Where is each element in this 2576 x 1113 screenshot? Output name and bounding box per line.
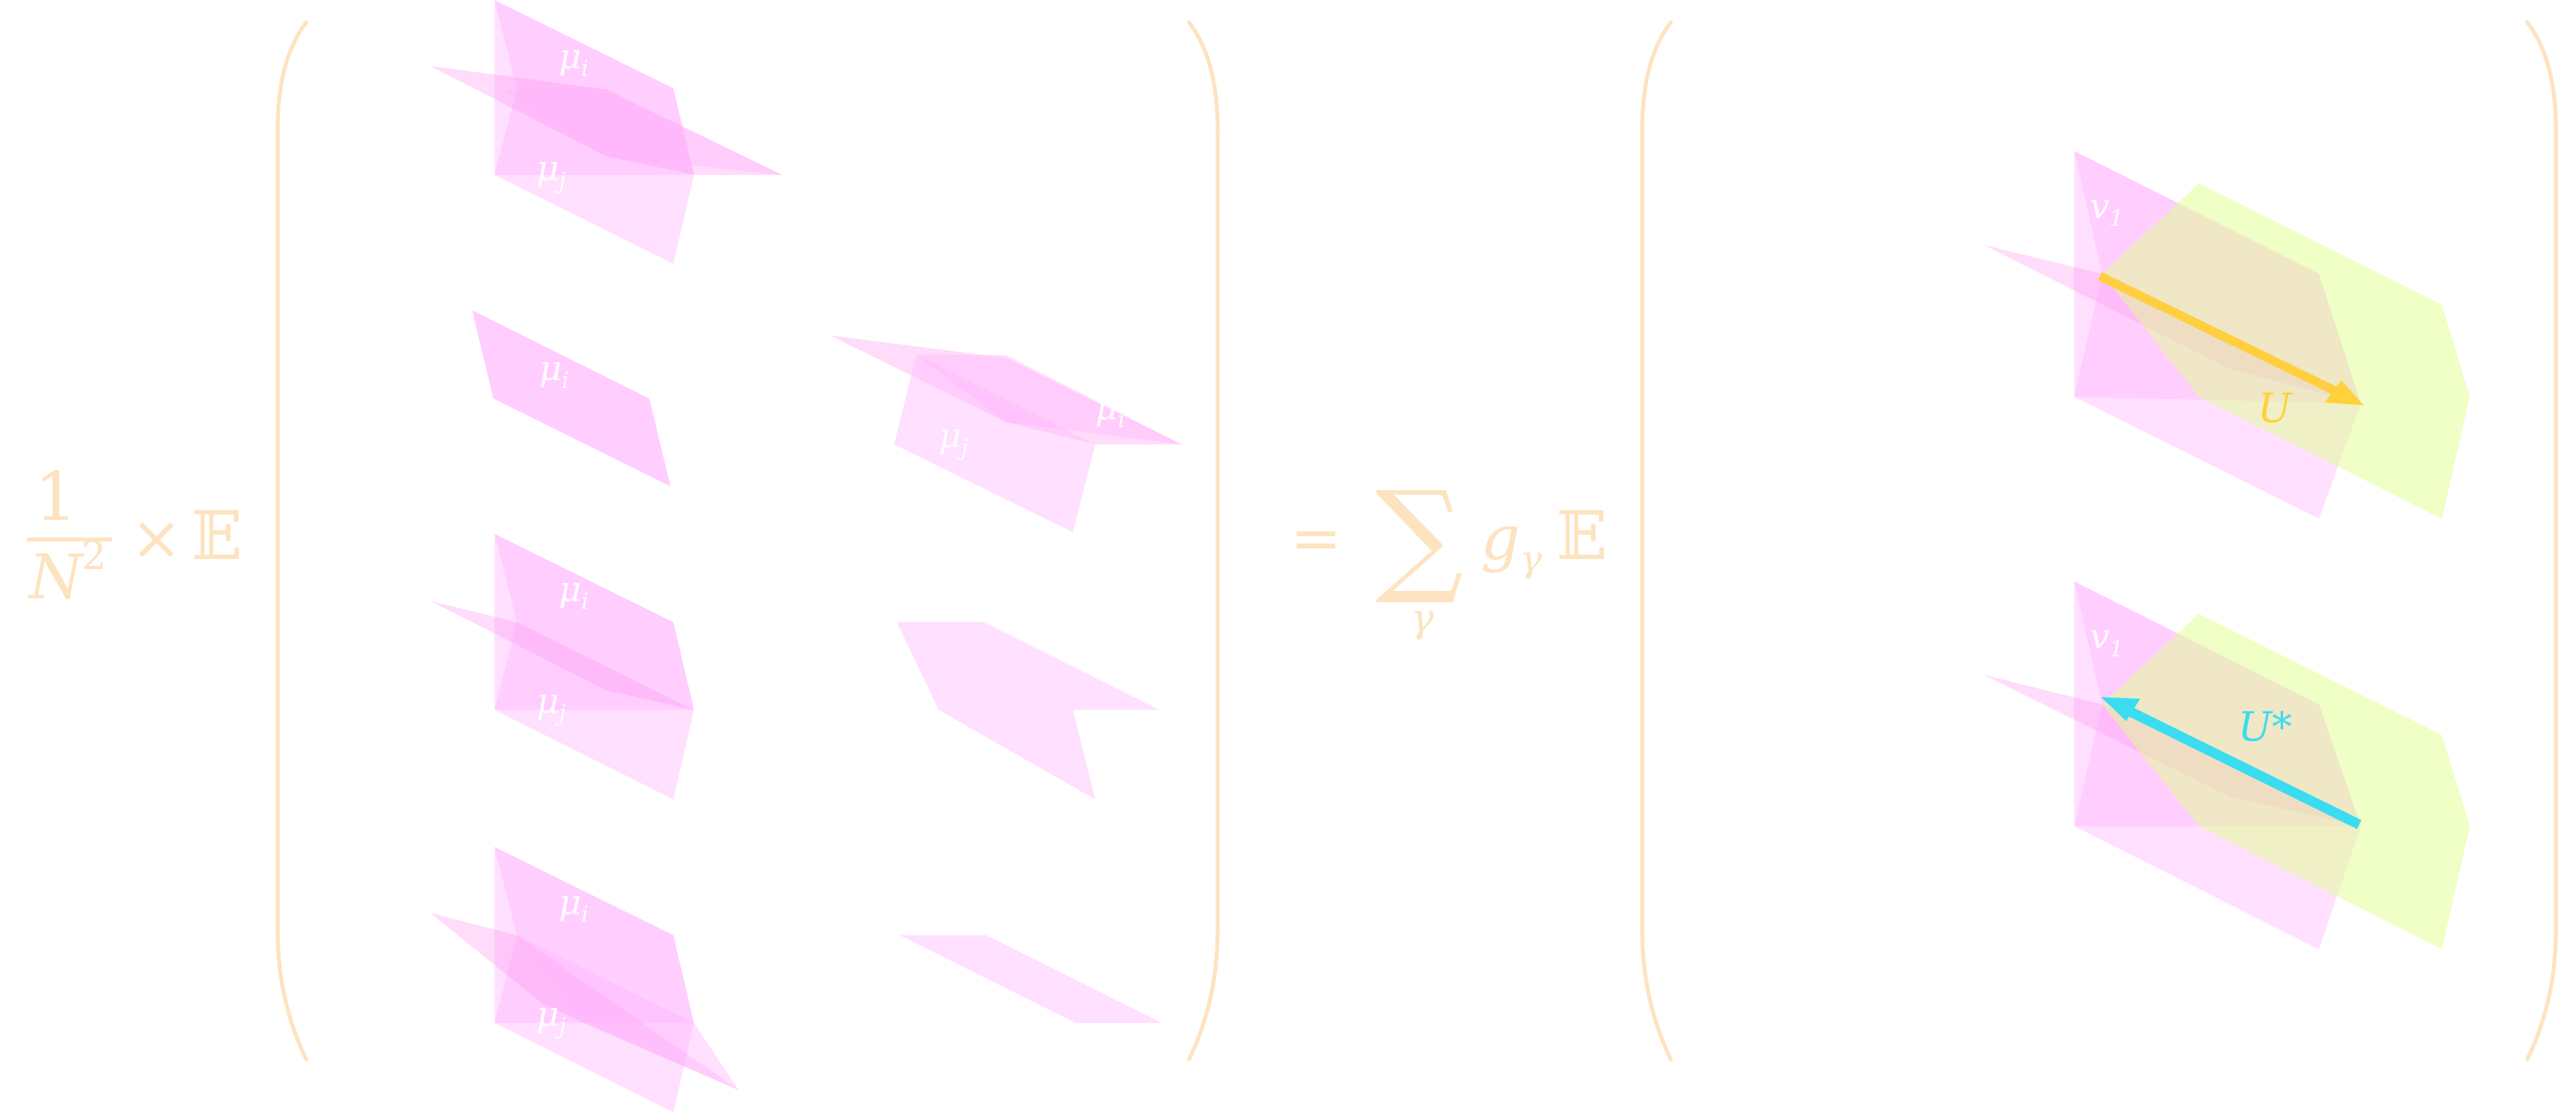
- plane-label-mu-i: μi: [559, 36, 588, 82]
- lhs-numerator: 1: [35, 458, 77, 536]
- arrow-u: [2098, 272, 2352, 402]
- lhs-exponent: 2: [82, 533, 107, 579]
- lhs-denominator: N: [27, 541, 85, 613]
- lhs-factor: 1 N 2 × 𝔼: [27, 458, 243, 613]
- arrow-u-label: U: [2257, 385, 2293, 432]
- rhs-expectation: 𝔼: [1556, 498, 1607, 575]
- sum-symbol: ∑: [1375, 465, 1463, 608]
- lhs-expectation: 𝔼: [191, 498, 242, 575]
- right-paren-open: [1640, 20, 1673, 1062]
- plane-group-upper-right: v1 U: [1984, 151, 2470, 519]
- plane-single-row4-right: [900, 935, 1162, 1023]
- plane-single-row2-left: μi: [472, 310, 671, 486]
- coefficient: gγ: [1481, 502, 1542, 580]
- times-sign: ×: [131, 502, 182, 574]
- plane-pair-row4-left: μi μj: [430, 847, 739, 1112]
- plane-pair-row3-left: μi μj: [430, 534, 694, 799]
- arrow-u-star: [2116, 700, 2361, 830]
- plane-pair-row1: μi μj: [430, 0, 782, 264]
- plane-label-mu-j: μj: [939, 415, 968, 461]
- equals-sign: =: [1290, 502, 1342, 574]
- arrow-u-star-label: U*: [2238, 703, 2292, 750]
- left-paren-open: [275, 20, 308, 1062]
- plane-pair-row2-right: μj μi: [830, 335, 1182, 532]
- arrow-u-head: [2325, 380, 2364, 405]
- plane-label-mu-j: μj: [536, 993, 566, 1039]
- plane-label-v1: v1: [2090, 186, 2123, 231]
- rhs-factor: = ∑ γ gγ 𝔼: [1290, 465, 1608, 641]
- plane-label-mu-i: μi: [539, 348, 569, 394]
- right-paren-close: [2525, 20, 2558, 1062]
- plane-single-row3-right: [897, 622, 1159, 799]
- plane-label-v1: v1: [2090, 616, 2123, 662]
- sum-index: γ: [1410, 595, 1434, 641]
- plane-label-mu-i: μi: [559, 882, 588, 927]
- left-paren-close: [1187, 20, 1220, 1062]
- plane-label-mu-j: μj: [536, 148, 566, 193]
- arrow-u-star-head: [2101, 697, 2140, 721]
- plane-label-mu-j: μj: [536, 680, 566, 726]
- plane-group-lower-right: v1 U*: [1984, 581, 2470, 949]
- plane-label-mu-i: μi: [559, 569, 588, 614]
- plane-label-mu-i: μi: [1095, 387, 1125, 433]
